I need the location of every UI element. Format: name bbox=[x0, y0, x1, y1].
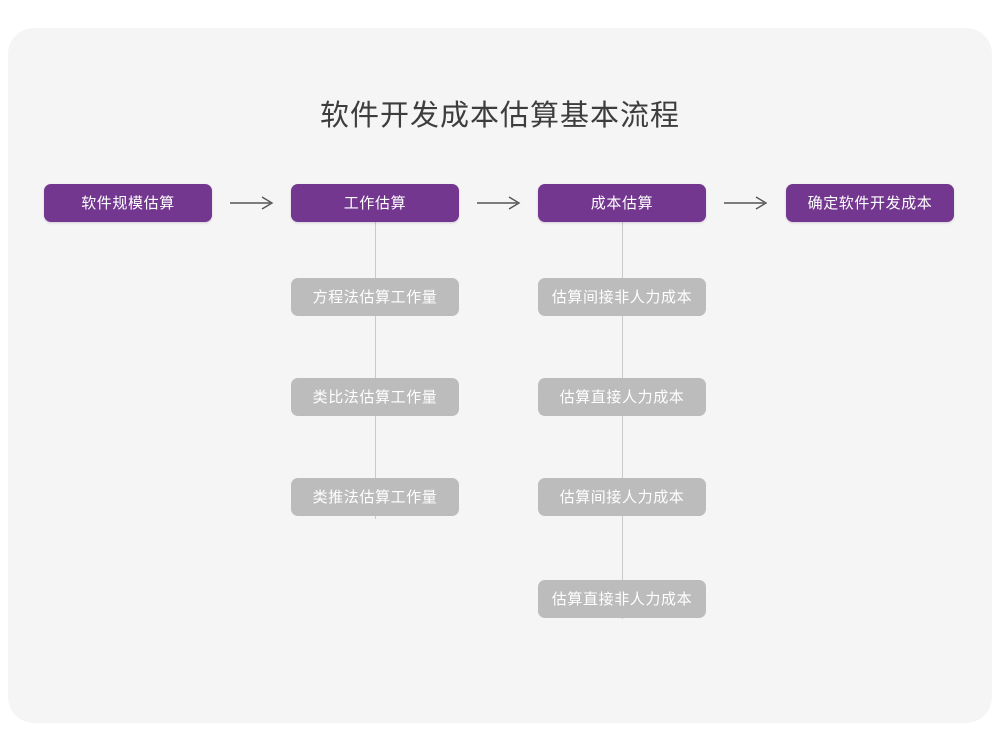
branch-node-indirect-labor-cost[interactable]: 估算间接人力成本 bbox=[538, 478, 706, 516]
branch-node-equation-method-workload[interactable]: 方程法估算工作量 bbox=[291, 278, 459, 316]
page-title: 软件开发成本估算基本流程 bbox=[319, 100, 680, 132]
branch-node-direct-labor-cost[interactable]: 估算直接人力成本 bbox=[538, 378, 706, 416]
flow-node-determine-development-cost[interactable]: 确定软件开发成本 bbox=[786, 184, 954, 222]
branch-node-indirect-nonlabor-cost[interactable]: 估算间接非人力成本 bbox=[538, 278, 706, 316]
branch-node-analogy-method-workload[interactable]: 类比法估算工作量 bbox=[291, 378, 459, 416]
diagram-card-surface bbox=[8, 28, 992, 723]
flow-node-cost-estimation[interactable]: 成本估算 bbox=[538, 184, 706, 222]
arrow-right-icon-2 bbox=[477, 196, 521, 210]
connector-line-cost-estimation bbox=[622, 219, 623, 619]
arrow-right-icon-3 bbox=[724, 196, 768, 210]
branch-node-direct-nonlabor-cost[interactable]: 估算直接非人力成本 bbox=[538, 580, 706, 618]
branch-node-inference-method-workload[interactable]: 类推法估算工作量 bbox=[291, 478, 459, 516]
flow-node-software-size-estimation[interactable]: 软件规模估算 bbox=[44, 184, 212, 222]
connector-line-work-estimation bbox=[375, 219, 376, 519]
arrow-right-icon-1 bbox=[230, 196, 274, 210]
flow-node-work-estimation[interactable]: 工作估算 bbox=[291, 184, 459, 222]
